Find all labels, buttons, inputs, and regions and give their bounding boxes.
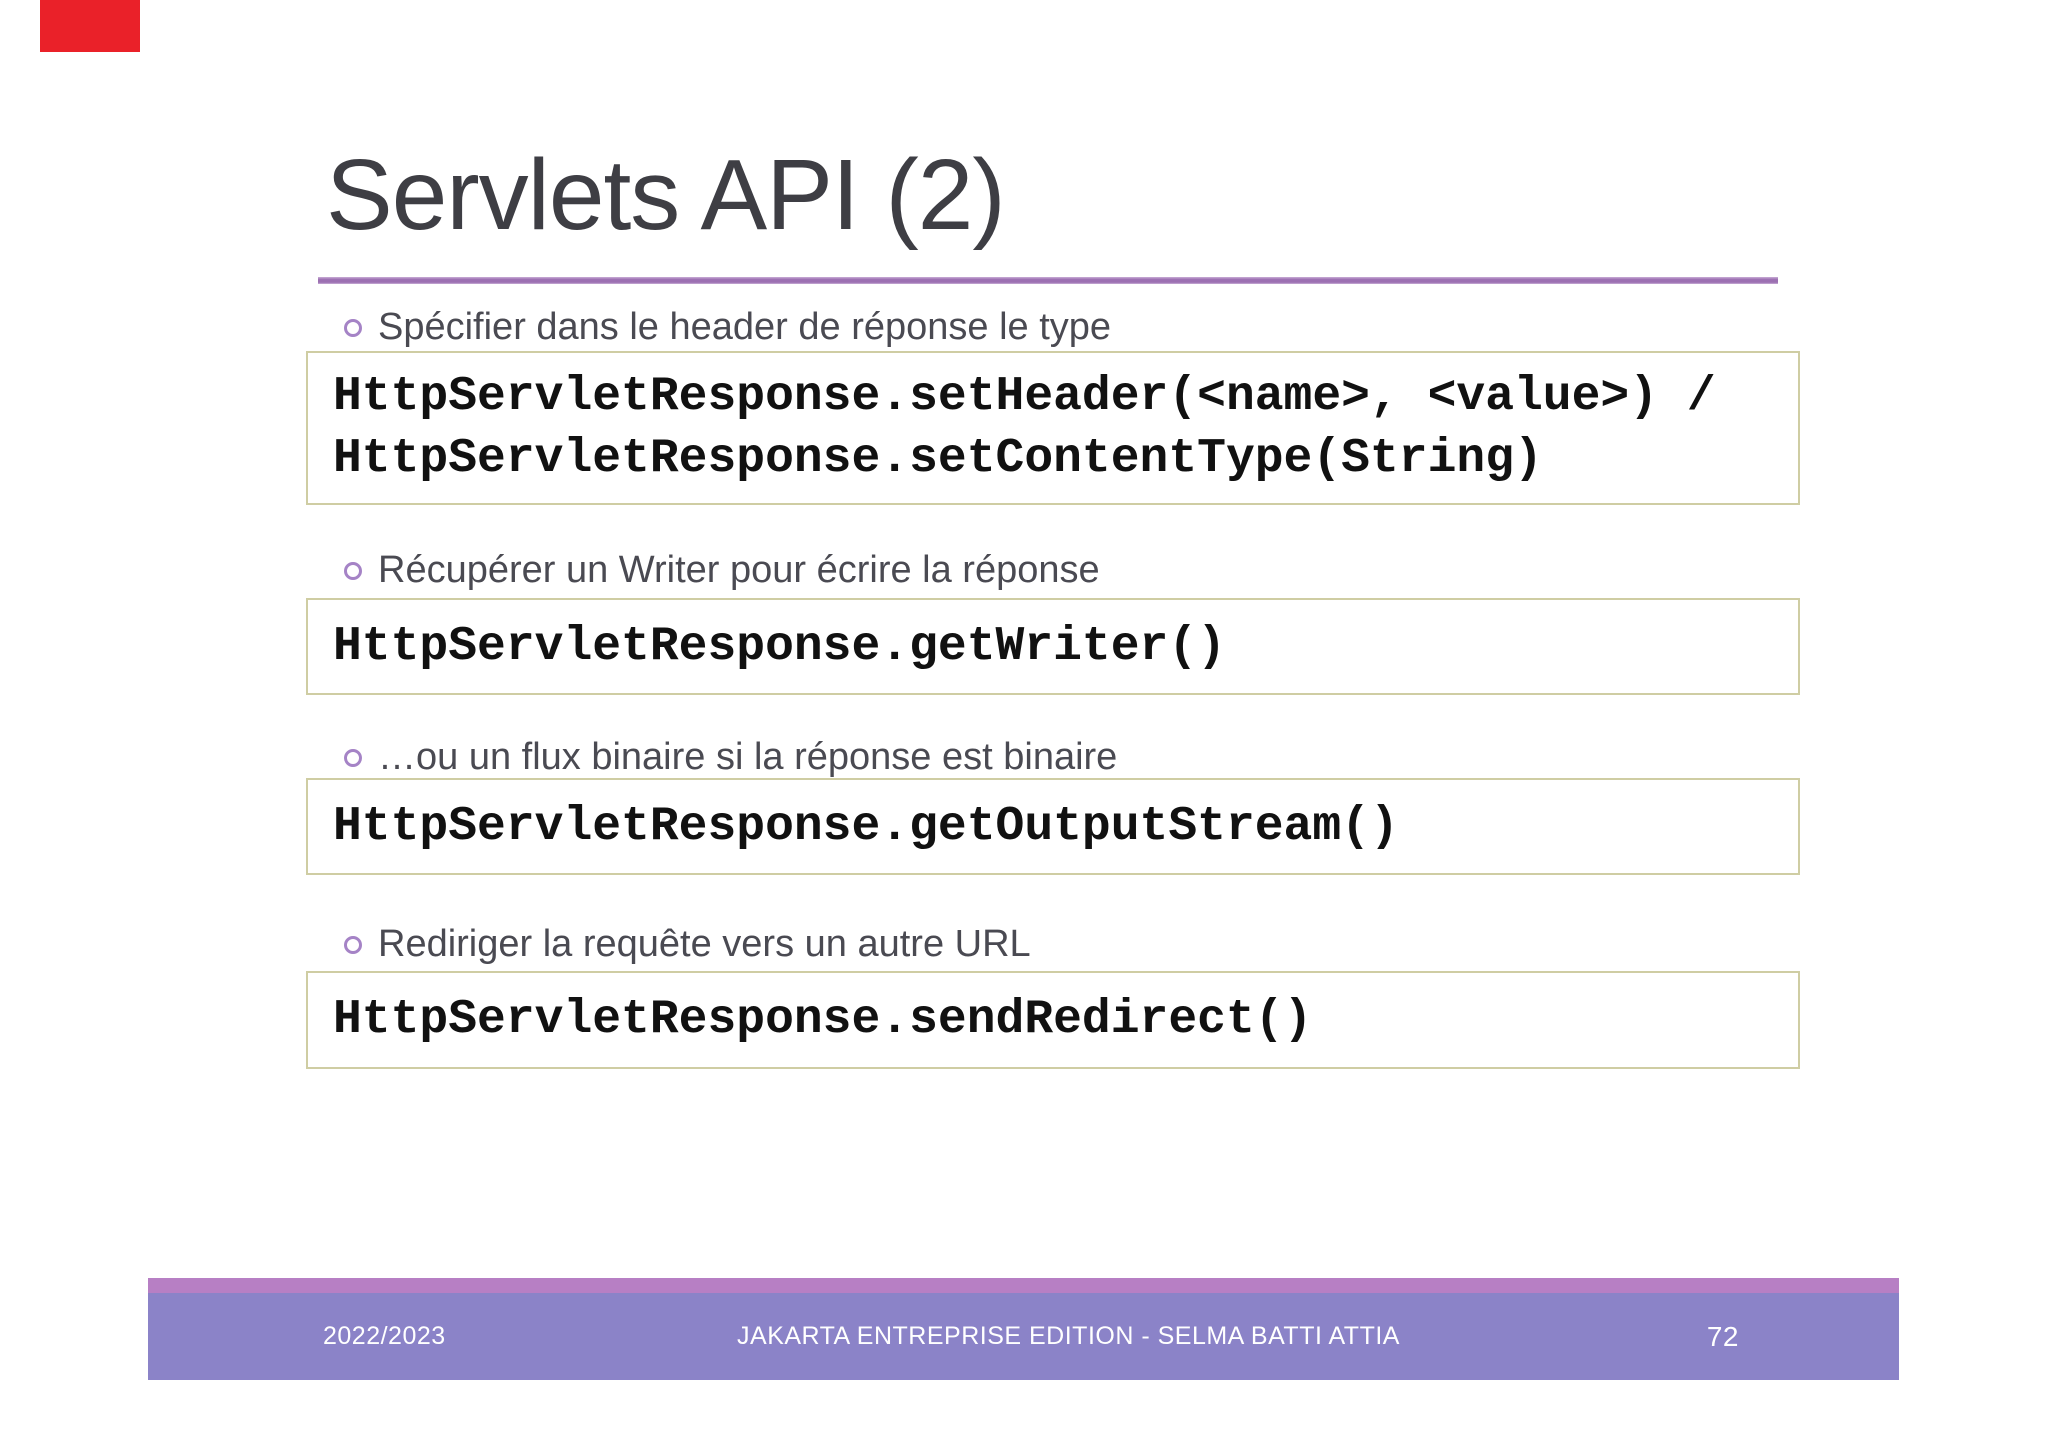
code-box: HttpServletResponse.getWriter()	[306, 598, 1800, 695]
footer-page-number: 72	[1706, 1320, 1739, 1352]
code-text: HttpServletResponse.getOutputStream()	[333, 799, 1399, 854]
circle-bullet-icon	[344, 936, 362, 954]
title-underline-rule	[318, 277, 1778, 284]
footer-accent-strip	[148, 1278, 1899, 1293]
code-box: HttpServletResponse.setHeader(<name>, <v…	[306, 351, 1800, 505]
red-corner-marker	[40, 0, 140, 52]
code-text: HttpServletResponse.sendRedirect()	[333, 993, 1313, 1047]
bullet-text: Rediriger la requête vers un autre URL	[378, 923, 1031, 965]
footer-bar: 2022/2023 JAKARTA ENTREPRISE EDITION - S…	[148, 1293, 1899, 1380]
code-text: HttpServletResponse.getWriter()	[333, 619, 1226, 674]
bullet-text: Spécifier dans le header de réponse le t…	[378, 306, 1112, 348]
footer-date: 2022/2023	[323, 1322, 446, 1350]
page-title: Servlets API (2)	[326, 139, 1006, 251]
bullet-item: Récupérer un Writer pour écrire la répon…	[344, 548, 1100, 592]
circle-bullet-icon	[344, 319, 362, 337]
circle-bullet-icon	[344, 749, 362, 767]
bullet-item: Spécifier dans le header de réponse le t…	[344, 305, 1111, 349]
code-box: HttpServletResponse.getOutputStream()	[306, 778, 1800, 875]
bullet-item: Rediriger la requête vers un autre URL	[344, 922, 1031, 966]
bullet-text: …ou un flux binaire si la réponse est bi…	[378, 736, 1118, 778]
footer-course-title: JAKARTA ENTREPRISE EDITION - SELMA BATTI…	[737, 1322, 1400, 1350]
bullet-text: Récupérer un Writer pour écrire la répon…	[378, 549, 1100, 591]
code-text: HttpServletResponse.setHeader(<name>, <v…	[333, 370, 1716, 486]
code-box: HttpServletResponse.sendRedirect()	[306, 971, 1800, 1069]
bullet-item: …ou un flux binaire si la réponse est bi…	[344, 735, 1117, 779]
circle-bullet-icon	[344, 562, 362, 580]
